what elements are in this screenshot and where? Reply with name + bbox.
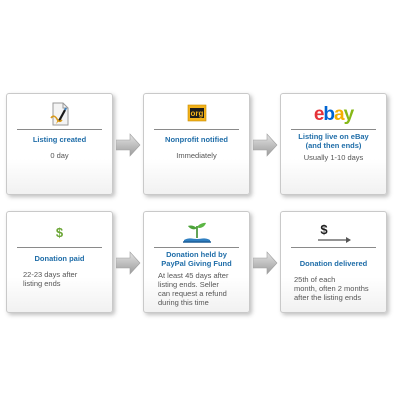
ebay-logo-letter-a: a xyxy=(334,103,345,125)
org-badge-text: org xyxy=(190,109,203,118)
step-timing: Usually 1-10 days xyxy=(303,153,364,162)
step-title: Listing created xyxy=(32,135,87,144)
ebay-logo: ebay xyxy=(281,100,386,128)
dollar-icon: $ xyxy=(55,224,64,240)
step-title: Donation held by PayPal Giving Fund xyxy=(161,250,232,268)
document-pen-icon xyxy=(7,100,112,128)
arrow-right-icon xyxy=(116,251,141,275)
divider xyxy=(291,247,376,248)
step-timing: At least 45 days after listing ends. Sel… xyxy=(158,271,229,307)
arrow-right-icon xyxy=(116,133,141,157)
step-nonprofit-notified: org Nonprofit notified Immediately xyxy=(143,93,250,195)
step-timing: 25th of each month, often 2 months after… xyxy=(294,275,369,302)
step-title: Donation paid xyxy=(34,254,85,263)
divider xyxy=(17,129,102,130)
step-donation-delivered: $ Donation delivered 25th of each month,… xyxy=(280,211,387,313)
org-badge-icon: org xyxy=(144,100,249,128)
step-title: Donation delivered xyxy=(299,259,368,268)
step-timing: Immediately xyxy=(176,151,217,160)
step-listing-live: ebay Listing live on eBay (and then ends… xyxy=(280,93,387,195)
ebay-logo-letter-y: y xyxy=(343,103,355,125)
hand-plant-icon xyxy=(144,218,249,246)
step-donation-paid: $ Donation paid 22-23 days after listing… xyxy=(6,211,113,313)
divider xyxy=(17,247,102,248)
divider xyxy=(154,129,239,130)
step-title: Nonprofit notified xyxy=(165,135,228,144)
step-donation-held: Donation held by PayPal Giving Fund At l… xyxy=(143,211,250,313)
step-title: Listing live on eBay (and then ends) xyxy=(298,132,369,150)
ebay-logo-letter-e: e xyxy=(313,103,325,125)
arrow-right-icon xyxy=(253,251,278,275)
dollar-sign: $ xyxy=(320,222,328,237)
step-timing: 0 day xyxy=(50,151,69,160)
dollar-arrow-icon: $ xyxy=(281,218,386,246)
divider xyxy=(291,129,376,130)
step-listing-created: Listing created 0 day xyxy=(6,93,113,195)
arrow-right-icon xyxy=(253,133,278,157)
ebay-logo-letter-b: b xyxy=(323,103,335,125)
step-timing: 22-23 days after listing ends xyxy=(23,270,78,288)
divider xyxy=(154,247,239,248)
